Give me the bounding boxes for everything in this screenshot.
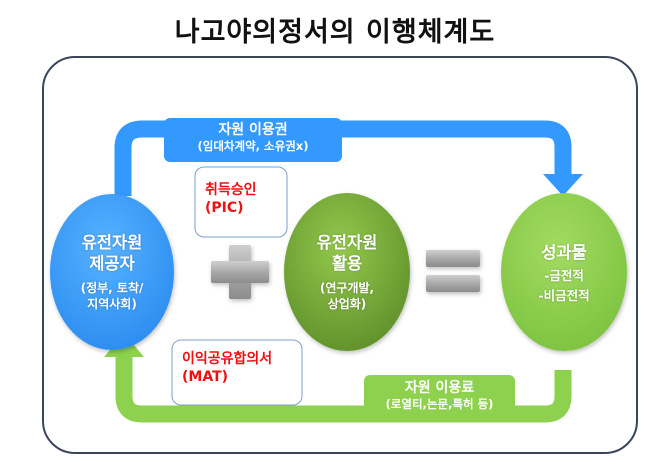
mat-note-title: 이익공유합의서	[182, 351, 273, 367]
bottom-flow-label-main: 자원 이용료	[404, 380, 475, 396]
node-utilization-title-1: 유전자원	[316, 233, 378, 252]
node-provider-title-2: 제공자	[89, 254, 135, 273]
node-utilization-title-2: 활용	[331, 254, 363, 273]
top-flow-arrow	[114, 120, 572, 196]
top-flow-label: 자원 이용권 (임대차계약, 소유권x)	[164, 121, 342, 154]
node-utilization: 유전자원 활용 (연구개발, 상업화)	[287, 232, 407, 312]
equals-icon	[426, 250, 480, 292]
node-outcome-detail-2: -비금전적	[538, 288, 590, 303]
pic-note-abbr: (PIC)	[205, 200, 244, 216]
plus-icon	[211, 245, 269, 299]
bottom-flow-label-box	[364, 375, 515, 421]
top-flow-label-box	[164, 118, 342, 162]
bottom-flow-arrow	[115, 352, 572, 423]
top-flow-label-main: 자원 이용권	[218, 122, 288, 138]
diagram-title: 나고야의정서의 이행체계도	[174, 17, 496, 48]
top-flow-label-sub: (임대차계약, 소유권x)	[197, 139, 309, 153]
pic-note-title: 취득승인	[205, 182, 257, 198]
node-outcome-title: 성과물	[541, 243, 587, 262]
mat-note-abbr: (MAT)	[182, 369, 229, 385]
node-outcome-detail-1: -금전적	[544, 268, 584, 283]
pic-note-box	[194, 166, 288, 238]
node-utilization-circle	[284, 193, 410, 351]
node-provider-detail-2: 지역사회)	[87, 297, 137, 311]
node-provider-detail-1: (정부, 토착/	[80, 281, 144, 295]
node-provider: 유전자원 제공자 (정부, 토착/ 지역사회)	[52, 232, 172, 312]
mat-note: 이익공유합의서 (MAT)	[182, 350, 272, 386]
node-outcome-circle	[501, 193, 627, 351]
node-utilization-detail-2: 상업화)	[327, 297, 367, 311]
bottom-flow-label-sub: (로열티,논문,특허 등)	[385, 397, 494, 411]
node-provider-circle	[50, 194, 174, 350]
node-provider-detail: (정부, 토착/ 지역사회)	[52, 280, 172, 312]
bottom-flow-label: 자원 이용료 (로열티,논문,특허 등)	[364, 379, 515, 412]
node-utilization-detail: (연구개발, 상업화)	[287, 280, 407, 312]
node-outcome: 성과물 -금전적 -비금전적	[504, 242, 624, 306]
node-utilization-detail-1: (연구개발,	[319, 281, 375, 295]
node-provider-title-1: 유전자원	[81, 233, 143, 252]
top-flow-arrowhead	[543, 174, 583, 196]
mat-note-box	[171, 339, 303, 406]
node-outcome-detail: -금전적 -비금전적	[504, 266, 624, 306]
pic-note: 취득승인 (PIC)	[205, 181, 257, 217]
